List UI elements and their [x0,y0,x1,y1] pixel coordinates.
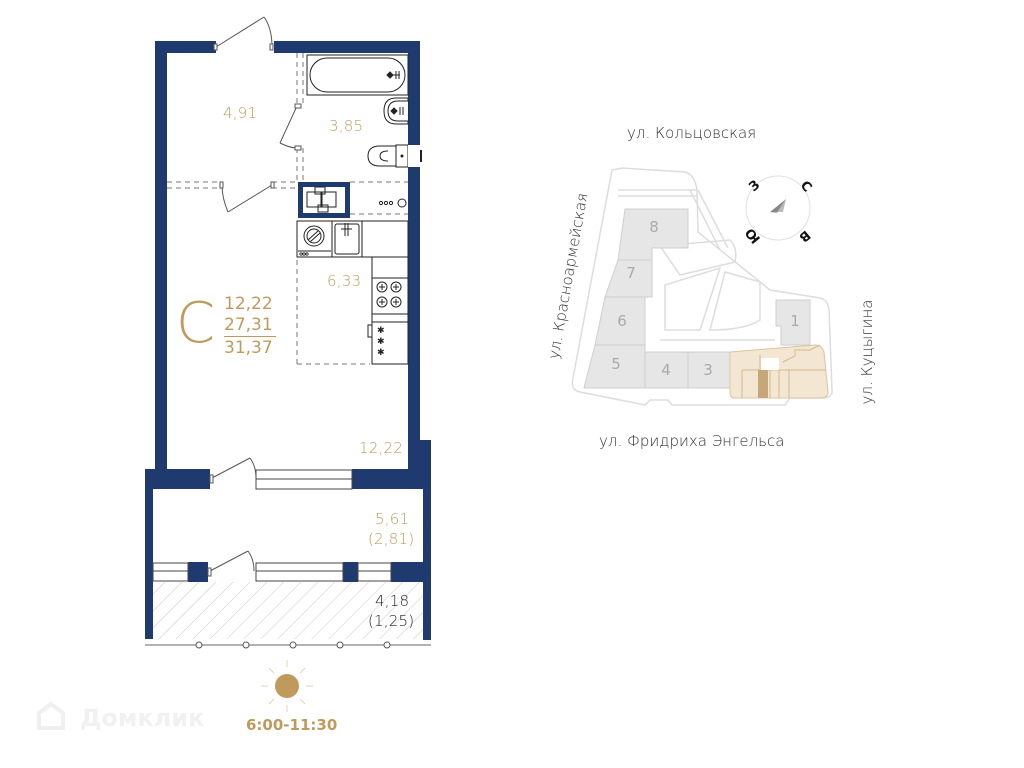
living-area: 12,22 [224,294,273,314]
room-area-balcony: 4,18 [375,592,410,610]
building-6: 6 [617,312,627,330]
building-1: 1 [790,312,800,330]
sun-exposure-time: 6:00-11:30 [246,716,338,734]
domclick-logo-icon [37,701,65,730]
svg-text:✱: ✱ [377,337,385,347]
room-area-hall: 4,91 [223,104,258,122]
site-map-drawing: 8 7 6 5 4 3 1 З С Ю В [571,167,833,406]
street-label-top: ул. Кольцовская [627,124,757,142]
compass-west: З [746,178,763,195]
area-without-balcony: 27,31 [224,315,273,335]
sun-icon [261,660,313,712]
floor-plan: ✱ ✱ ✱ [0,0,460,768]
room-area-bathroom: 3,85 [329,117,364,135]
svg-text:✱: ✱ [377,348,385,358]
apartment-type-letter: С [176,291,216,356]
compass-east: В [796,227,813,245]
building-5: 5 [611,355,621,373]
floor-plan-drawing: ✱ ✱ ✱ [145,16,431,712]
site-map: 8 7 6 5 4 3 1 З С Ю В [500,100,920,460]
compass-south: Ю [743,225,764,246]
compass-icon: З С Ю В [743,175,815,246]
room-area-balcony-coef: (1,25) [368,612,415,630]
building-7: 7 [626,264,636,282]
building-8: 8 [649,218,659,236]
room-area-loggia: 5,61 [375,510,410,528]
compass-north: С [797,178,815,195]
svg-text:✱: ✱ [377,326,385,336]
room-area-kitchen: 6,33 [327,272,362,290]
total-area: 31,37 [224,336,276,359]
watermark-text: Домклик [80,704,205,732]
room-area-living: 12,22 [359,439,403,457]
building-3: 3 [703,361,713,379]
street-label-bottom: ул. Фридриха Энгельса [599,432,785,450]
building-4: 4 [661,361,671,379]
street-label-right: ул. Куцыгина [858,299,876,405]
room-area-loggia-coef: (2,81) [368,530,415,548]
